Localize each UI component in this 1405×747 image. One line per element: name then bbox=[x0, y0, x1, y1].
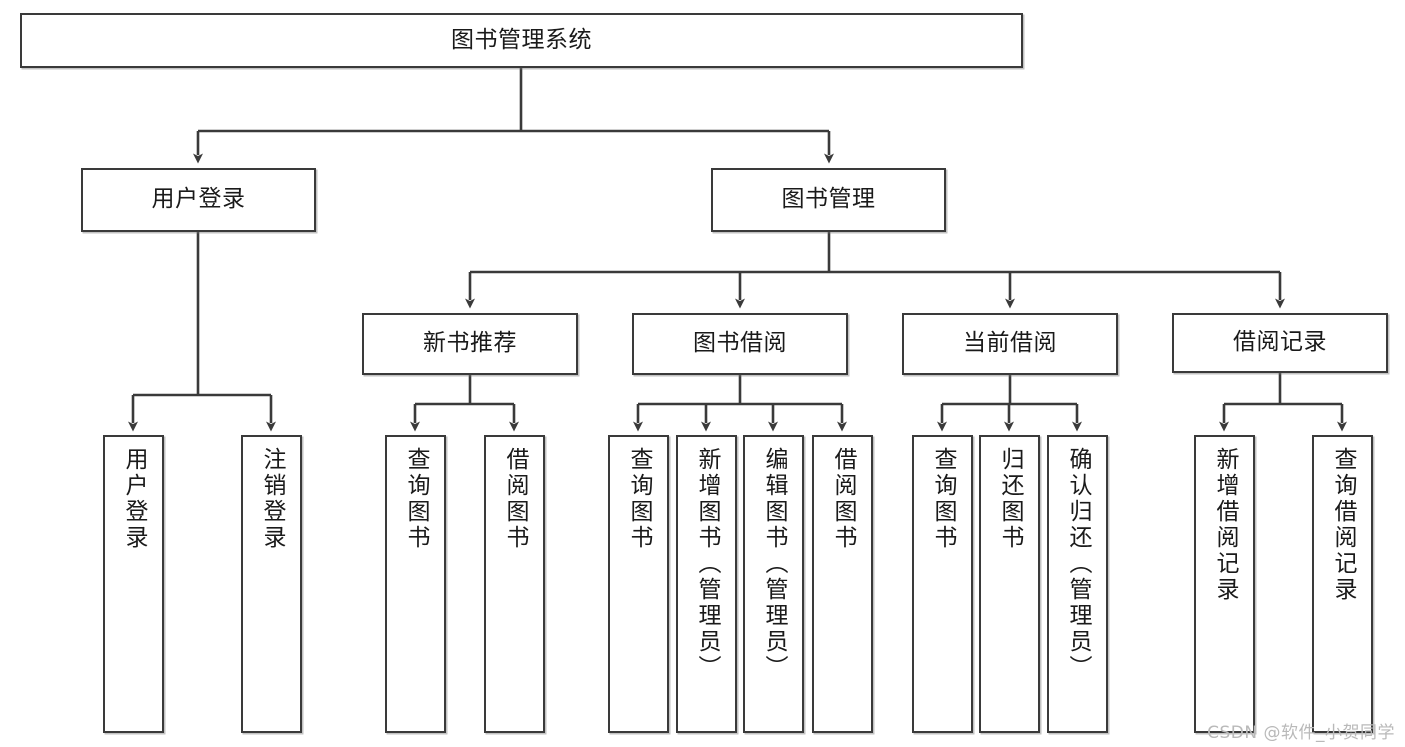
node-current-borrow[interactable]: 当前借阅 bbox=[902, 313, 1118, 375]
leaf-borrow-record-add[interactable]: 新增借阅记录 bbox=[1194, 435, 1255, 733]
node-label: 确认归还（管理员） bbox=[1065, 447, 1091, 681]
node-user-login[interactable]: 用户登录 bbox=[81, 168, 316, 232]
node-label: 查询图书 bbox=[403, 447, 429, 551]
leaf-current-borrow-return[interactable]: 归还图书 bbox=[979, 435, 1040, 733]
node-label: 新书推荐 bbox=[423, 330, 517, 357]
leaf-borrow-record-query[interactable]: 查询借阅记录 bbox=[1312, 435, 1373, 733]
leaf-new-book-query[interactable]: 查询图书 bbox=[385, 435, 446, 733]
node-book-borrow[interactable]: 图书借阅 bbox=[632, 313, 848, 375]
leaf-book-borrow-borrow[interactable]: 借阅图书 bbox=[812, 435, 873, 733]
leaf-new-book-borrow[interactable]: 借阅图书 bbox=[484, 435, 545, 733]
node-label: 查询图书 bbox=[626, 447, 652, 551]
node-root-book-management-system[interactable]: 图书管理系统 bbox=[20, 13, 1023, 68]
node-label: 当前借阅 bbox=[963, 330, 1057, 357]
node-label: 图书借阅 bbox=[693, 330, 787, 357]
node-label: 查询图书 bbox=[930, 447, 956, 551]
node-new-book-recommend[interactable]: 新书推荐 bbox=[362, 313, 578, 375]
leaf-user-login-logout[interactable]: 注销登录 bbox=[241, 435, 302, 733]
node-label: 新增借阅记录 bbox=[1212, 447, 1238, 603]
leaf-current-borrow-confirm-return[interactable]: 确认归还（管理员） bbox=[1047, 435, 1108, 733]
node-label: 图书管理系统 bbox=[451, 26, 592, 53]
leaf-current-borrow-query[interactable]: 查询图书 bbox=[912, 435, 973, 733]
node-label: 归还图书 bbox=[997, 447, 1023, 551]
node-borrow-record[interactable]: 借阅记录 bbox=[1172, 313, 1388, 373]
node-label: 用户登录 bbox=[121, 447, 147, 551]
node-label: 借阅图书 bbox=[830, 447, 856, 551]
node-label: 编辑图书（管理员） bbox=[761, 447, 787, 681]
leaf-book-borrow-add[interactable]: 新增图书（管理员） bbox=[676, 435, 737, 733]
node-book-management[interactable]: 图书管理 bbox=[711, 168, 946, 232]
node-label: 用户登录 bbox=[151, 186, 246, 213]
node-label: 借阅记录 bbox=[1233, 329, 1327, 356]
leaf-book-borrow-edit[interactable]: 编辑图书（管理员） bbox=[743, 435, 804, 733]
leaf-user-login-login[interactable]: 用户登录 bbox=[103, 435, 164, 733]
node-label: 注销登录 bbox=[259, 447, 285, 551]
watermark-text: CSDN @软件_小贺同学 bbox=[1207, 723, 1395, 743]
node-label: 新增图书（管理员） bbox=[694, 447, 720, 681]
leaf-book-borrow-query[interactable]: 查询图书 bbox=[608, 435, 669, 733]
node-label: 图书管理 bbox=[781, 186, 876, 213]
node-label: 借阅图书 bbox=[502, 447, 528, 551]
node-label: 查询借阅记录 bbox=[1330, 447, 1356, 603]
